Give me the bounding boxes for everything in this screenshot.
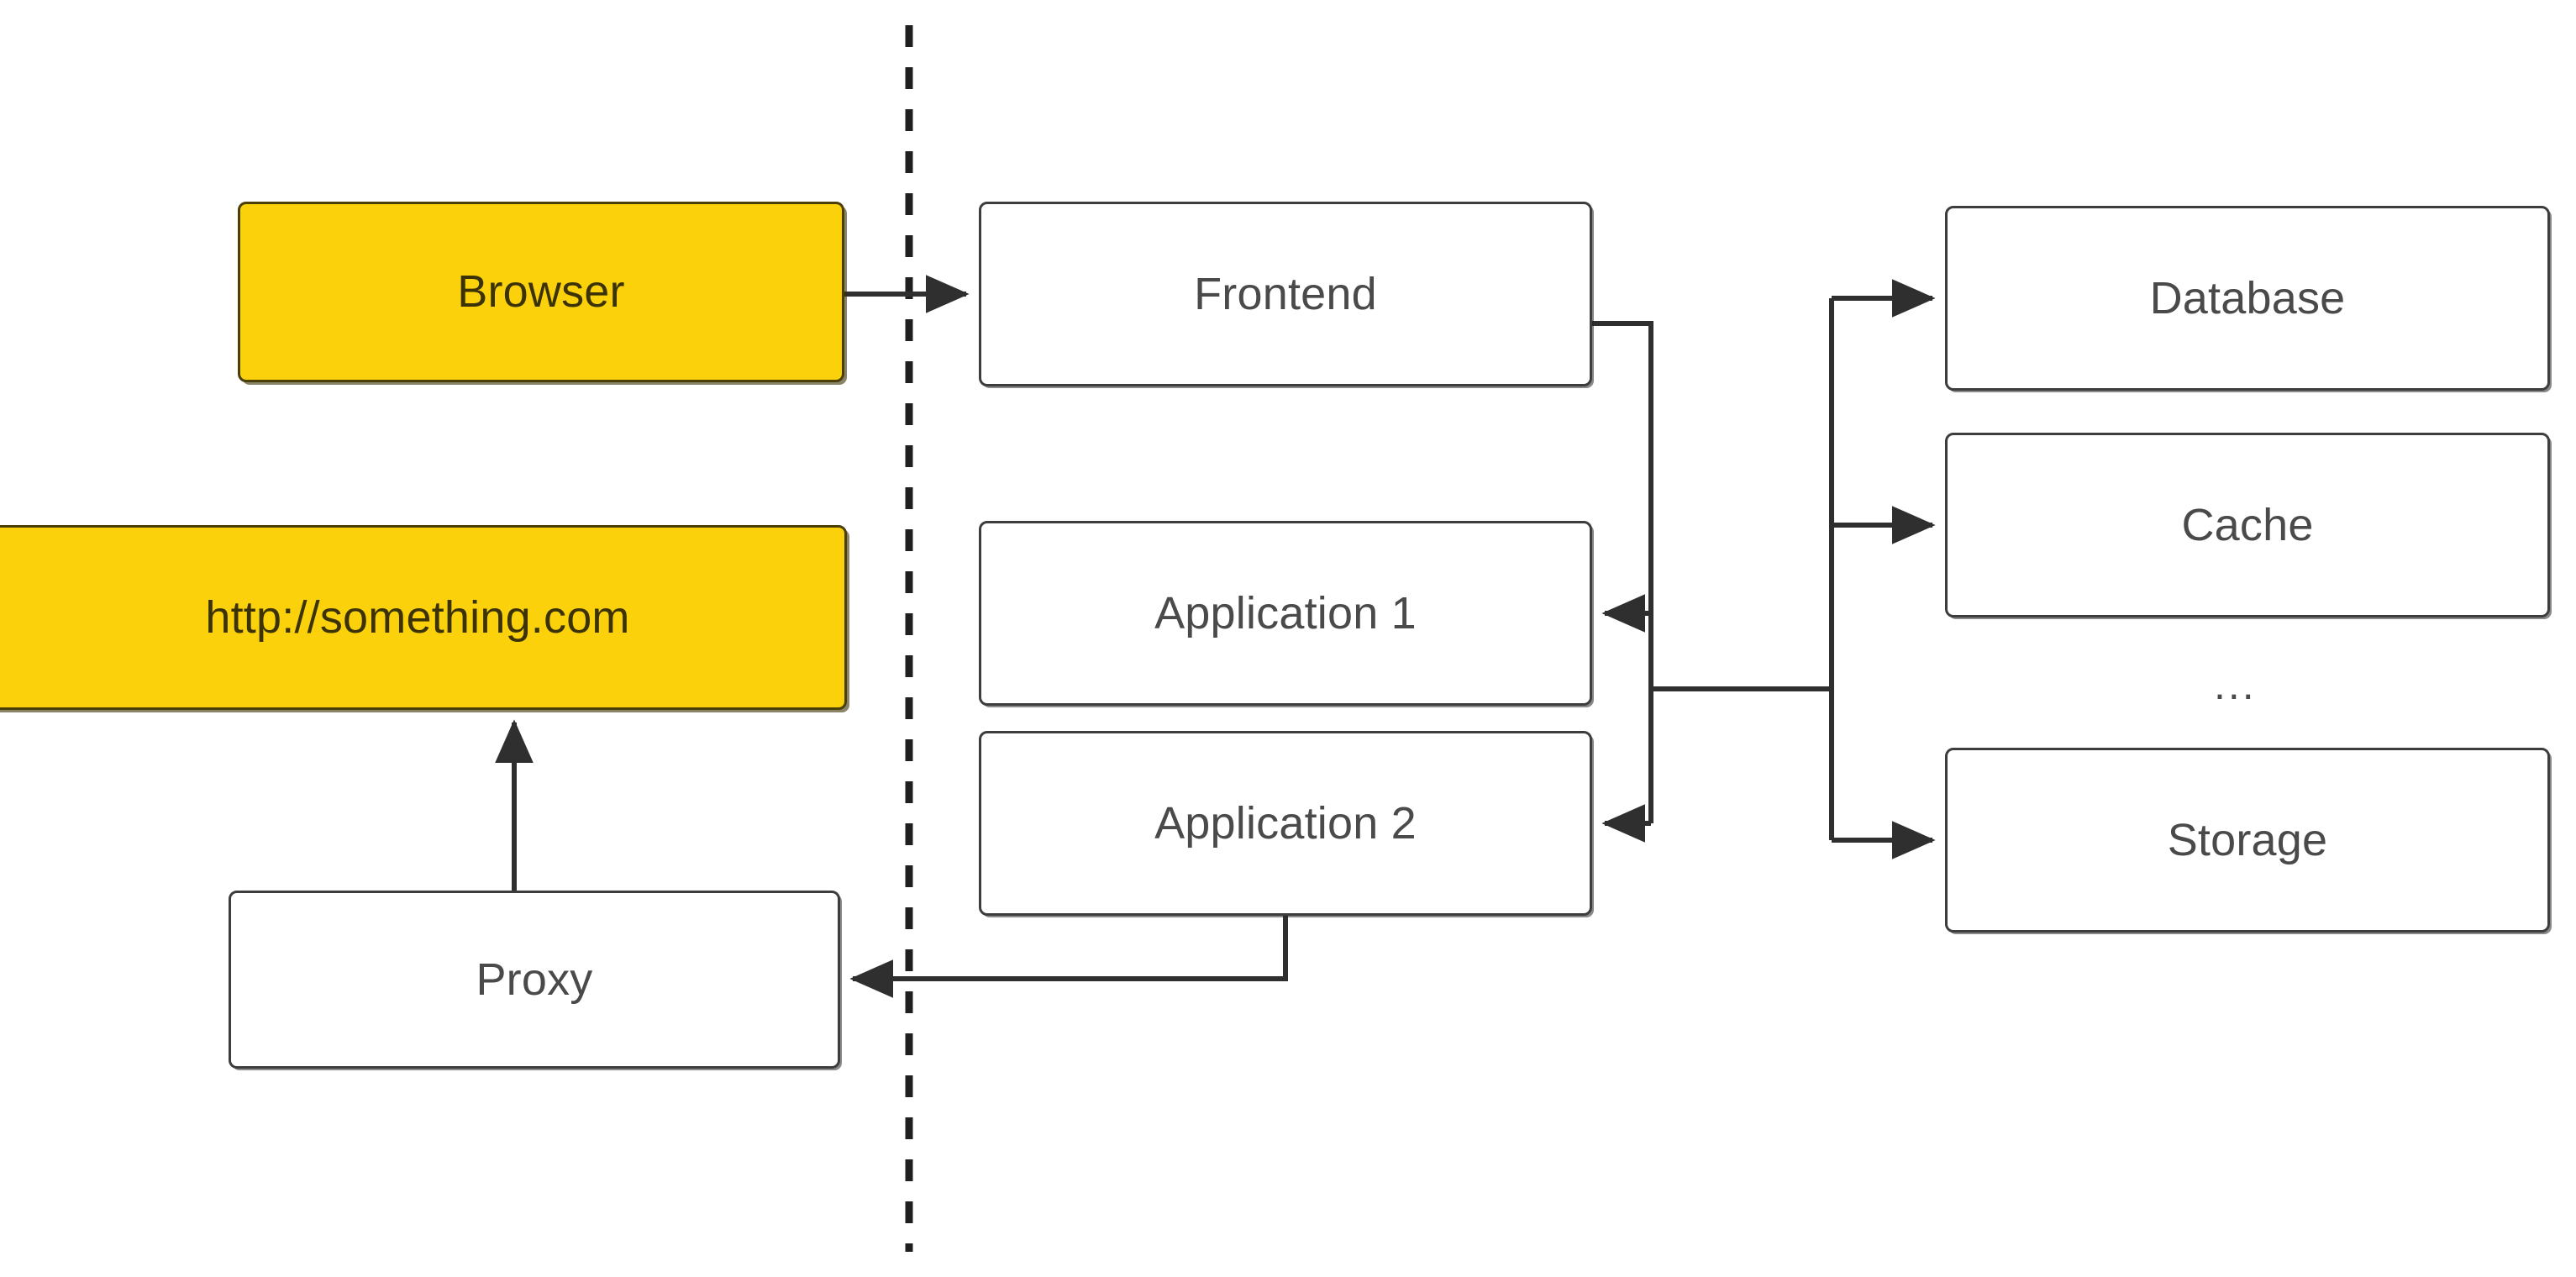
node-database[interactable]: Database xyxy=(1945,206,2550,391)
node-browser[interactable]: Browser xyxy=(238,202,844,382)
more-stores-ellipsis: ... xyxy=(2214,661,2257,708)
node-proxy[interactable]: Proxy xyxy=(229,891,840,1069)
node-storage-label: Storage xyxy=(2167,814,2328,865)
node-application-2-label: Application 2 xyxy=(1154,797,1417,849)
node-storage[interactable]: Storage xyxy=(1945,748,2550,933)
node-database-label: Database xyxy=(2149,272,2346,323)
edge-frontend-to-app-bus xyxy=(1592,321,1653,823)
node-frontend[interactable]: Frontend xyxy=(979,202,1592,386)
node-cache[interactable]: Cache xyxy=(1945,433,2550,617)
node-proxy-label: Proxy xyxy=(476,954,593,1005)
node-url-label: http://something.com xyxy=(205,591,630,643)
node-browser-label: Browser xyxy=(457,266,625,318)
node-cache-label: Cache xyxy=(2181,499,2314,550)
edge-app2-to-proxy xyxy=(849,916,1288,998)
node-application-1-label: Application 1 xyxy=(1154,587,1417,638)
node-url[interactable]: http://something.com xyxy=(0,525,847,710)
node-application-1[interactable]: Application 1 xyxy=(979,521,1592,706)
node-frontend-label: Frontend xyxy=(1194,268,1377,319)
node-application-2[interactable]: Application 2 xyxy=(979,731,1592,916)
